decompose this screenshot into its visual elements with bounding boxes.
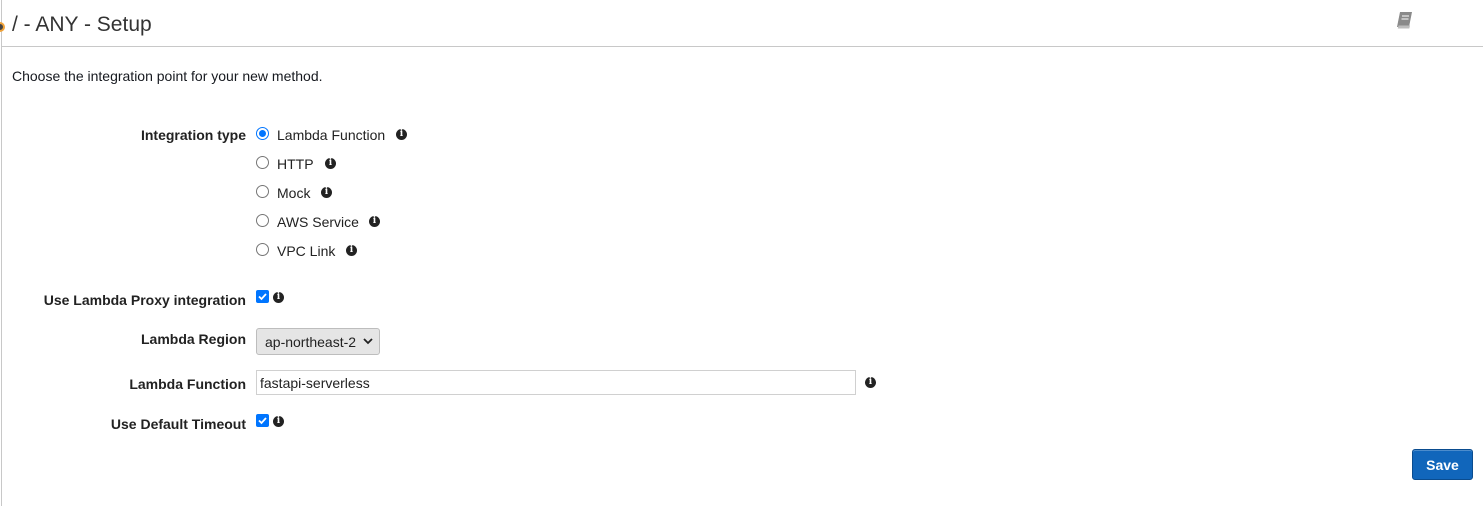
function-label: Lambda Function <box>129 376 246 392</box>
info-icon[interactable]: i <box>346 245 357 256</box>
region-select[interactable]: ap-northeast-2 <box>256 328 380 355</box>
radio-vpc-link[interactable] <box>256 243 269 256</box>
option-label-aws-service: AWS Service <box>277 214 359 230</box>
intro-text: Choose the integration point for your ne… <box>12 68 323 84</box>
info-icon[interactable]: i <box>369 216 380 227</box>
region-select-value: ap-northeast-2 <box>265 334 357 350</box>
option-label-vpc-link: VPC Link <box>277 243 336 259</box>
region-label: Lambda Region <box>140 331 246 347</box>
page-title: / - ANY - Setup <box>12 13 152 36</box>
save-button[interactable]: Save <box>1412 449 1473 480</box>
option-label-mock: Mock <box>277 185 311 201</box>
proxy-checkbox[interactable] <box>256 290 269 303</box>
radio-mock[interactable] <box>256 185 269 198</box>
book-icon[interactable] <box>1394 9 1416 31</box>
lambda-function-input[interactable] <box>256 370 856 395</box>
info-icon[interactable]: i <box>273 292 284 303</box>
left-border <box>1 0 2 506</box>
proxy-label: Use Lambda Proxy integration <box>43 292 246 308</box>
chevron-down-icon <box>363 338 373 345</box>
radio-aws-service[interactable] <box>256 214 269 227</box>
info-icon[interactable]: i <box>396 129 407 140</box>
title-divider <box>2 46 1483 47</box>
integration-type-label: Integration type <box>140 127 246 143</box>
info-icon[interactable]: i <box>321 187 332 198</box>
info-icon[interactable]: i <box>273 416 284 427</box>
option-label-lambda-function: Lambda Function <box>277 127 386 143</box>
info-icon[interactable]: i <box>325 158 336 169</box>
timeout-label: Use Default Timeout <box>110 416 246 432</box>
timeout-checkbox[interactable] <box>256 414 269 427</box>
radio-http[interactable] <box>256 156 269 169</box>
option-label-http: HTTP <box>277 156 314 172</box>
status-dot-icon <box>0 22 5 32</box>
info-icon[interactable]: i <box>865 377 876 388</box>
radio-lambda-function[interactable] <box>256 127 269 140</box>
